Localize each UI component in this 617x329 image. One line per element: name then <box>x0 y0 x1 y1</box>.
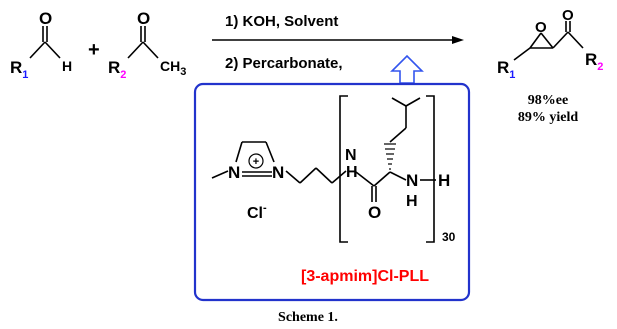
catalyst-label: [3-apmim]Cl-PLL <box>301 268 429 285</box>
bond <box>389 171 407 181</box>
bond <box>567 31 584 49</box>
amine-hydrogen-below: H <box>406 193 418 210</box>
product-epoxy-ketone: O O R1 R2 <box>497 7 603 81</box>
epoxide-oxygen: O <box>535 19 547 36</box>
bond <box>391 97 407 107</box>
ring-nitrogen-2: N <box>272 163 284 182</box>
bond <box>552 31 569 49</box>
bond <box>265 141 275 163</box>
reactant-aldehyde: O H R1 <box>10 9 72 81</box>
aldehyde-oxygen: O <box>39 9 52 28</box>
counterion-cl: Cl <box>247 205 263 222</box>
r1-sub: 1 <box>22 69 28 81</box>
product-r1-main: R <box>497 58 509 77</box>
result-yield: 89% yield <box>518 110 578 125</box>
methyl-label: CH3 <box>160 58 186 78</box>
bond <box>331 170 347 184</box>
reactant-ketone: O R2 CH3 <box>108 9 186 81</box>
catalyst-structure: N N + N H O <box>211 95 456 244</box>
methyl-ch: CH <box>160 58 180 74</box>
ring-nitrogen-1: N <box>228 163 240 182</box>
bond <box>373 171 391 187</box>
r1-main: R <box>10 58 22 77</box>
product-r1-sub: 1 <box>509 69 515 81</box>
amide-hydrogen: H <box>346 164 358 181</box>
bond <box>315 167 333 184</box>
product-r2-main: R <box>585 50 597 69</box>
result-ee: 98%ee <box>528 93 568 108</box>
bond <box>235 141 243 163</box>
product-r2-sub: 2 <box>597 61 603 73</box>
polymer-bracket-left <box>339 95 348 243</box>
bond <box>299 167 317 184</box>
bond <box>405 97 421 107</box>
reaction-arrow <box>212 36 464 44</box>
amide-nitrogen: N <box>345 147 357 164</box>
counterion: Cl- <box>247 202 267 222</box>
bond <box>285 170 301 184</box>
product-carbonyl-oxygen: O <box>562 7 574 24</box>
positive-charge-sign: + <box>253 156 259 168</box>
amine-nitrogen: N <box>406 171 418 190</box>
bond <box>355 171 375 187</box>
positive-charge-circle <box>248 153 264 169</box>
condition-step2: 2) Percarbonate, <box>225 55 343 72</box>
carbonyl-oxygen: O <box>368 203 381 222</box>
ketone-oxygen: O <box>137 9 150 28</box>
polymer-bracket-right <box>426 95 435 243</box>
r2-main: R <box>108 58 120 77</box>
bond <box>29 41 46 59</box>
bond <box>513 47 531 61</box>
bond <box>211 170 229 179</box>
stereo-hash-wedge <box>384 143 396 170</box>
condition-step1: 1) KOH, Solvent <box>225 13 338 30</box>
scheme-caption: Scheme 1. <box>278 310 338 325</box>
bond <box>540 32 554 49</box>
bond <box>142 41 159 59</box>
catalyst-up-arrow <box>390 54 424 84</box>
bond <box>44 41 61 59</box>
counterion-charge: - <box>263 202 267 214</box>
aldehyde-hydrogen: H <box>62 58 72 74</box>
arrow-head <box>452 36 464 44</box>
bond <box>529 32 542 49</box>
product-r1-label: R1 <box>497 58 515 81</box>
catalyst-frame <box>193 82 471 302</box>
r2-sub: 2 <box>120 69 126 81</box>
r1-label: R1 <box>10 58 28 81</box>
methyl-sub: 3 <box>180 66 186 78</box>
repeat-count: 30 <box>442 230 456 244</box>
bond <box>389 127 407 143</box>
r2-label: R2 <box>108 58 126 81</box>
amine-hydrogen-right: H <box>438 171 450 190</box>
product-r2-label: R2 <box>585 50 603 73</box>
plus-sign: + <box>88 39 100 61</box>
bond <box>127 41 144 59</box>
